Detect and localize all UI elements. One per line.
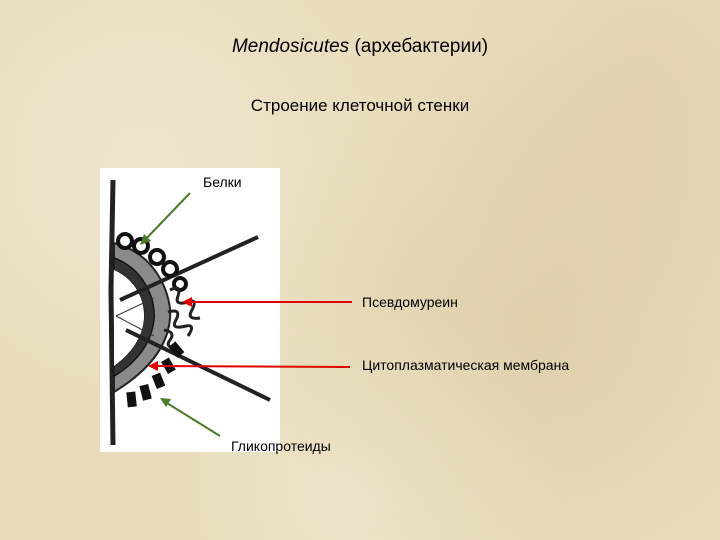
label-proteins: Белки: [203, 174, 242, 190]
glycoprotein-blocks: [126, 341, 185, 408]
title-rest: (архебактерии): [349, 36, 489, 57]
proteins-pointer-arrowhead: [140, 234, 151, 245]
protein-circle: [148, 248, 166, 266]
protein-circle: [116, 232, 134, 250]
glycoproteins-pointer-arrowhead: [160, 398, 171, 407]
membrane-pointer-line: [149, 365, 351, 368]
label-membrane: Цитоплазматическая мембрана: [362, 357, 570, 373]
diagonal-line-upper: [119, 235, 259, 302]
slide-title: Mendosicutes (архебактерии): [0, 36, 720, 58]
label-pseudomurein: Псевдомуреин: [362, 294, 458, 310]
glycoproteins-pointer-line: [161, 399, 221, 437]
glycoprotein-block: [139, 383, 152, 401]
protein-circle: [161, 260, 179, 278]
glycoprotein-block: [168, 341, 185, 358]
pseudomurein-pointer-arrowhead: [182, 297, 192, 307]
proteins-pointer-line: [141, 192, 191, 244]
membrane-pointer-arrowhead: [148, 361, 158, 371]
inner-line: [115, 297, 155, 317]
glycoprotein-block: [126, 391, 137, 408]
inner-line: [115, 315, 155, 337]
label-glycoproteins: Гликопротеиды: [231, 438, 331, 454]
diagonal-line-lower: [125, 328, 271, 402]
slide-subtitle: Строение клеточной стенки: [250, 96, 470, 115]
outer-boundary-line: [108, 179, 116, 446]
pseudomurein-squiggle: [167, 309, 193, 337]
title-latin: Mendosicutes: [231, 36, 350, 57]
glycoprotein-block: [151, 372, 166, 389]
